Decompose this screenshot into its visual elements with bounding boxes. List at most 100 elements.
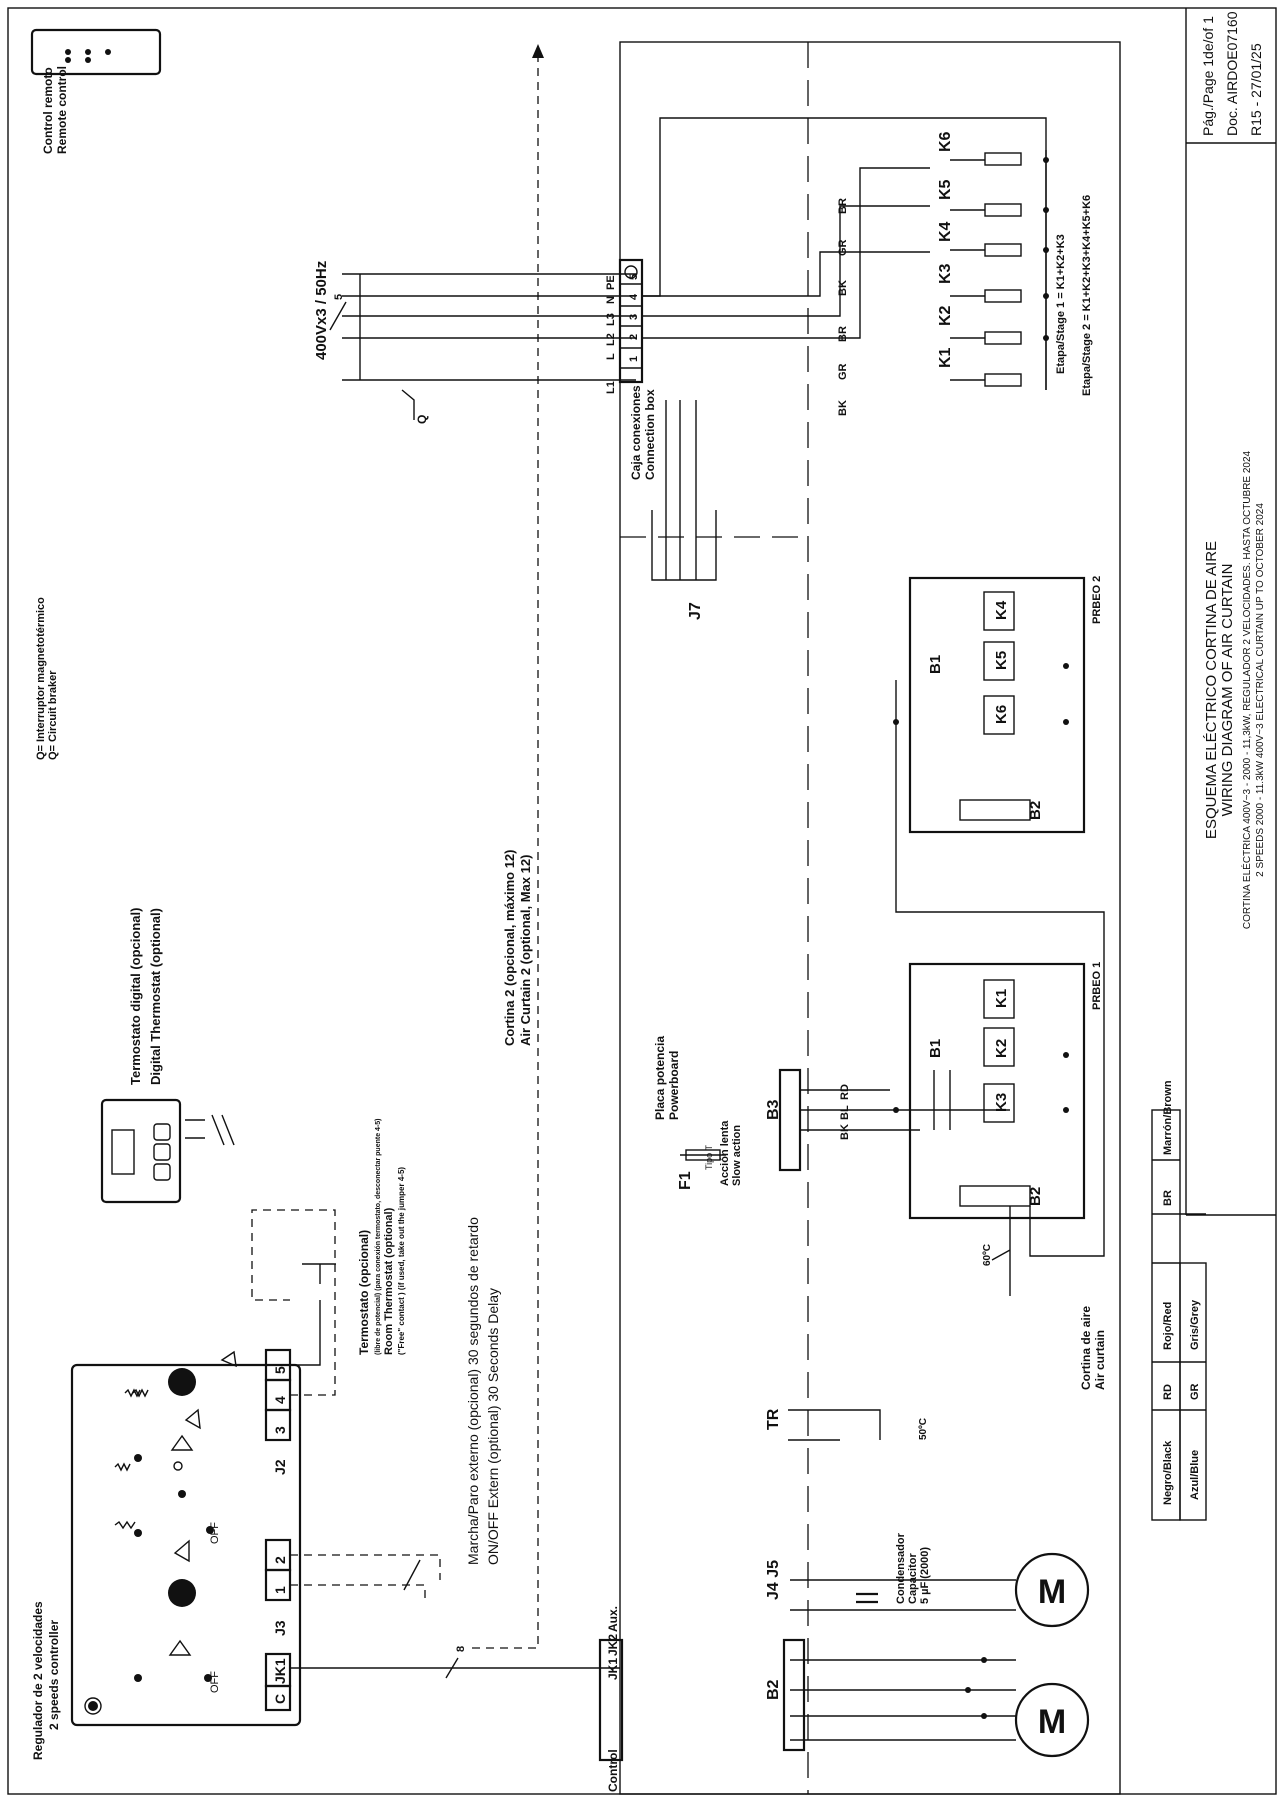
svg-text:5: 5: [628, 274, 640, 280]
svg-text:B2: B2: [1027, 801, 1044, 820]
svg-text:K1: K1: [937, 347, 954, 368]
svg-text:BK: BK: [839, 1124, 851, 1140]
svg-text:Acción lenta: Acción lenta: [719, 1120, 731, 1186]
svg-text:4: 4: [628, 293, 640, 300]
svg-text:L2: L2: [605, 333, 617, 346]
svg-text:K6: K6: [993, 705, 1010, 724]
fan-knob: [168, 1579, 196, 1607]
svg-text:K4: K4: [937, 221, 954, 242]
supply-label: 400Vx3 / 50Hz: [313, 261, 330, 360]
svg-text:B3: B3: [765, 1099, 782, 1120]
svg-text:3: 3: [272, 1426, 288, 1434]
svg-text:Caja conexiones: Caja conexiones: [629, 385, 643, 480]
svg-text:F1: F1: [677, 1171, 694, 1190]
onoff-label-es: Marcha/Paro externo (opcional) 30 segund…: [465, 1217, 481, 1565]
svg-text:PRBEO 1: PRBEO 1: [1091, 962, 1103, 1010]
svg-text:Gris/Grey: Gris/Grey: [1189, 1299, 1201, 1350]
svg-text:GR: GR: [837, 363, 849, 380]
svg-text:B2: B2: [1027, 1187, 1044, 1206]
revision: R15 - 27/01/25: [1248, 43, 1264, 136]
svg-text:Termostato (opcional): Termostato (opcional): [357, 1230, 371, 1355]
svg-text:Aux.: Aux.: [606, 1606, 620, 1632]
svg-text:K4: K4: [993, 600, 1010, 620]
svg-text:K6: K6: [937, 131, 954, 152]
doc-number: Doc. AIRDOE07160: [1224, 11, 1240, 136]
svg-text:J7: J7: [687, 602, 704, 620]
svg-text:Slow action: Slow action: [731, 1125, 743, 1186]
svg-text:Etapa/Stage 2 = K1+K2+K3+K4+K5: Etapa/Stage 2 = K1+K2+K3+K4+K5+K6: [1081, 195, 1093, 396]
svg-text:Air curtain: Air curtain: [1093, 1330, 1107, 1390]
svg-text:J2: J2: [272, 1459, 288, 1475]
svg-text:B1: B1: [927, 655, 944, 674]
svg-text:Control: Control: [606, 1749, 620, 1792]
svg-text:M: M: [1038, 1703, 1066, 1741]
svg-text:5: 5: [333, 294, 345, 300]
title-en: WIRING DIAGRAM OF AIR CURTAIN: [1219, 564, 1236, 817]
svg-text:Q: Q: [415, 415, 429, 424]
svg-text:8: 8: [455, 1646, 467, 1652]
svg-text:1: 1: [628, 356, 640, 362]
svg-text:OFF: OFF: [209, 1522, 221, 1544]
svg-text:Rojo/Red: Rojo/Red: [1162, 1302, 1174, 1350]
svg-text:Azul/Blue: Azul/Blue: [1189, 1450, 1201, 1500]
svg-text:B2: B2: [765, 1679, 782, 1700]
svg-text:J3: J3: [272, 1620, 288, 1636]
svg-text:Connection box: Connection box: [643, 389, 657, 480]
terminal-block: [618, 258, 644, 384]
svg-text:GR: GR: [837, 239, 849, 256]
motor-2: M: [1014, 1552, 1090, 1628]
svg-text:Placa potencia: Placa potencia: [653, 1036, 667, 1120]
svg-text:50ºC: 50ºC: [918, 1418, 929, 1440]
svg-text:K2: K2: [937, 305, 954, 326]
svg-text:TR: TR: [765, 1408, 782, 1430]
svg-text:Air Curtain 2 (optional, Max 1: Air Curtain 2 (optional, Max 12): [518, 855, 533, 1046]
svg-text:B1: B1: [927, 1039, 944, 1058]
svg-text:RD: RD: [839, 1084, 851, 1100]
svg-text:RD: RD: [1162, 1384, 1174, 1400]
prbeo-2-board: [893, 576, 1086, 834]
title-block: ESQUEMA ELÉCTRICO CORTINA DE AIRE WIRING…: [1185, 8, 1276, 1216]
air-curtain-frame: [619, 41, 1121, 1795]
svg-text:Q= Interruptor magnetotérmico: Q= Interruptor magnetotérmico: [35, 597, 47, 760]
svg-text:N: N: [605, 296, 617, 304]
svg-text:5: 5: [272, 1366, 288, 1374]
color-legend: Negro/Black RD Rojo/Red BR Marrón/Brown …: [1151, 1080, 1207, 1521]
svg-text:K3: K3: [937, 263, 954, 284]
digital-thermostat: [100, 1098, 235, 1204]
heat-knob: [168, 1368, 196, 1396]
svg-text:BR: BR: [1162, 1190, 1174, 1206]
svg-text:4: 4: [272, 1396, 288, 1404]
title-es: ESQUEMA ELÉCTRICO CORTINA DE AIRE: [1203, 541, 1220, 839]
svg-text:K1: K1: [993, 989, 1010, 1008]
subtitle-es: CORTINA ELÉCTRICA 400V~3 - 2000 - 11,3kW…: [1240, 450, 1253, 929]
svg-text:K5: K5: [993, 651, 1010, 670]
svg-text:Q= Circuit braker: Q= Circuit braker: [47, 670, 59, 760]
svg-text:BK: BK: [837, 280, 849, 296]
svg-text:2: 2: [628, 334, 640, 340]
svg-text:PE: PE: [605, 275, 617, 290]
svg-text:C: C: [272, 1694, 288, 1704]
controller-label-en: 2 speeds controller: [47, 1620, 61, 1730]
svg-text:PRBEO 2: PRBEO 2: [1091, 576, 1103, 624]
svg-text:L: L: [605, 353, 617, 360]
svg-text:Negro/Black: Negro/Black: [1162, 1440, 1174, 1505]
heater-elements: [984, 152, 1022, 387]
onoff-label-en: ON/OFF Extern (optional) 30 Seconds Dela…: [485, 1288, 501, 1565]
remote-control: [30, 28, 162, 76]
subtitle-en: 2 SPEEDS 2000 - 11.3kW 400V~3 ELECTRICAL…: [1255, 503, 1266, 877]
svg-text:J4 J5: J4 J5: [765, 1560, 782, 1600]
svg-text:2: 2: [272, 1556, 288, 1564]
svg-text:Digital Thermostat (optional): Digital Thermostat (optional): [148, 908, 163, 1085]
svg-text:L1: L1: [605, 381, 617, 394]
svg-text:Cortina 2 (opcional, máximo 12: Cortina 2 (opcional, máximo 12): [502, 850, 517, 1047]
svg-text:5 µF (2000): 5 µF (2000): [919, 1547, 931, 1604]
svg-text:Cortina de aire: Cortina de aire: [1079, 1306, 1093, 1390]
svg-text:Termostato digital (opcional): Termostato digital (opcional): [128, 908, 143, 1085]
svg-text:1: 1: [272, 1586, 288, 1594]
svg-text:(libre de potencial) (para con: (libre de potencial) (para conexión term…: [375, 1119, 382, 1356]
svg-text:K3: K3: [993, 1093, 1010, 1112]
svg-text:Capacitor: Capacitor: [907, 1553, 919, 1604]
page-number: Pág./Page 1de/of 1: [1200, 16, 1216, 136]
svg-text:Marrón/Brown: Marrón/Brown: [1162, 1080, 1174, 1155]
svg-text:BR: BR: [837, 326, 849, 342]
